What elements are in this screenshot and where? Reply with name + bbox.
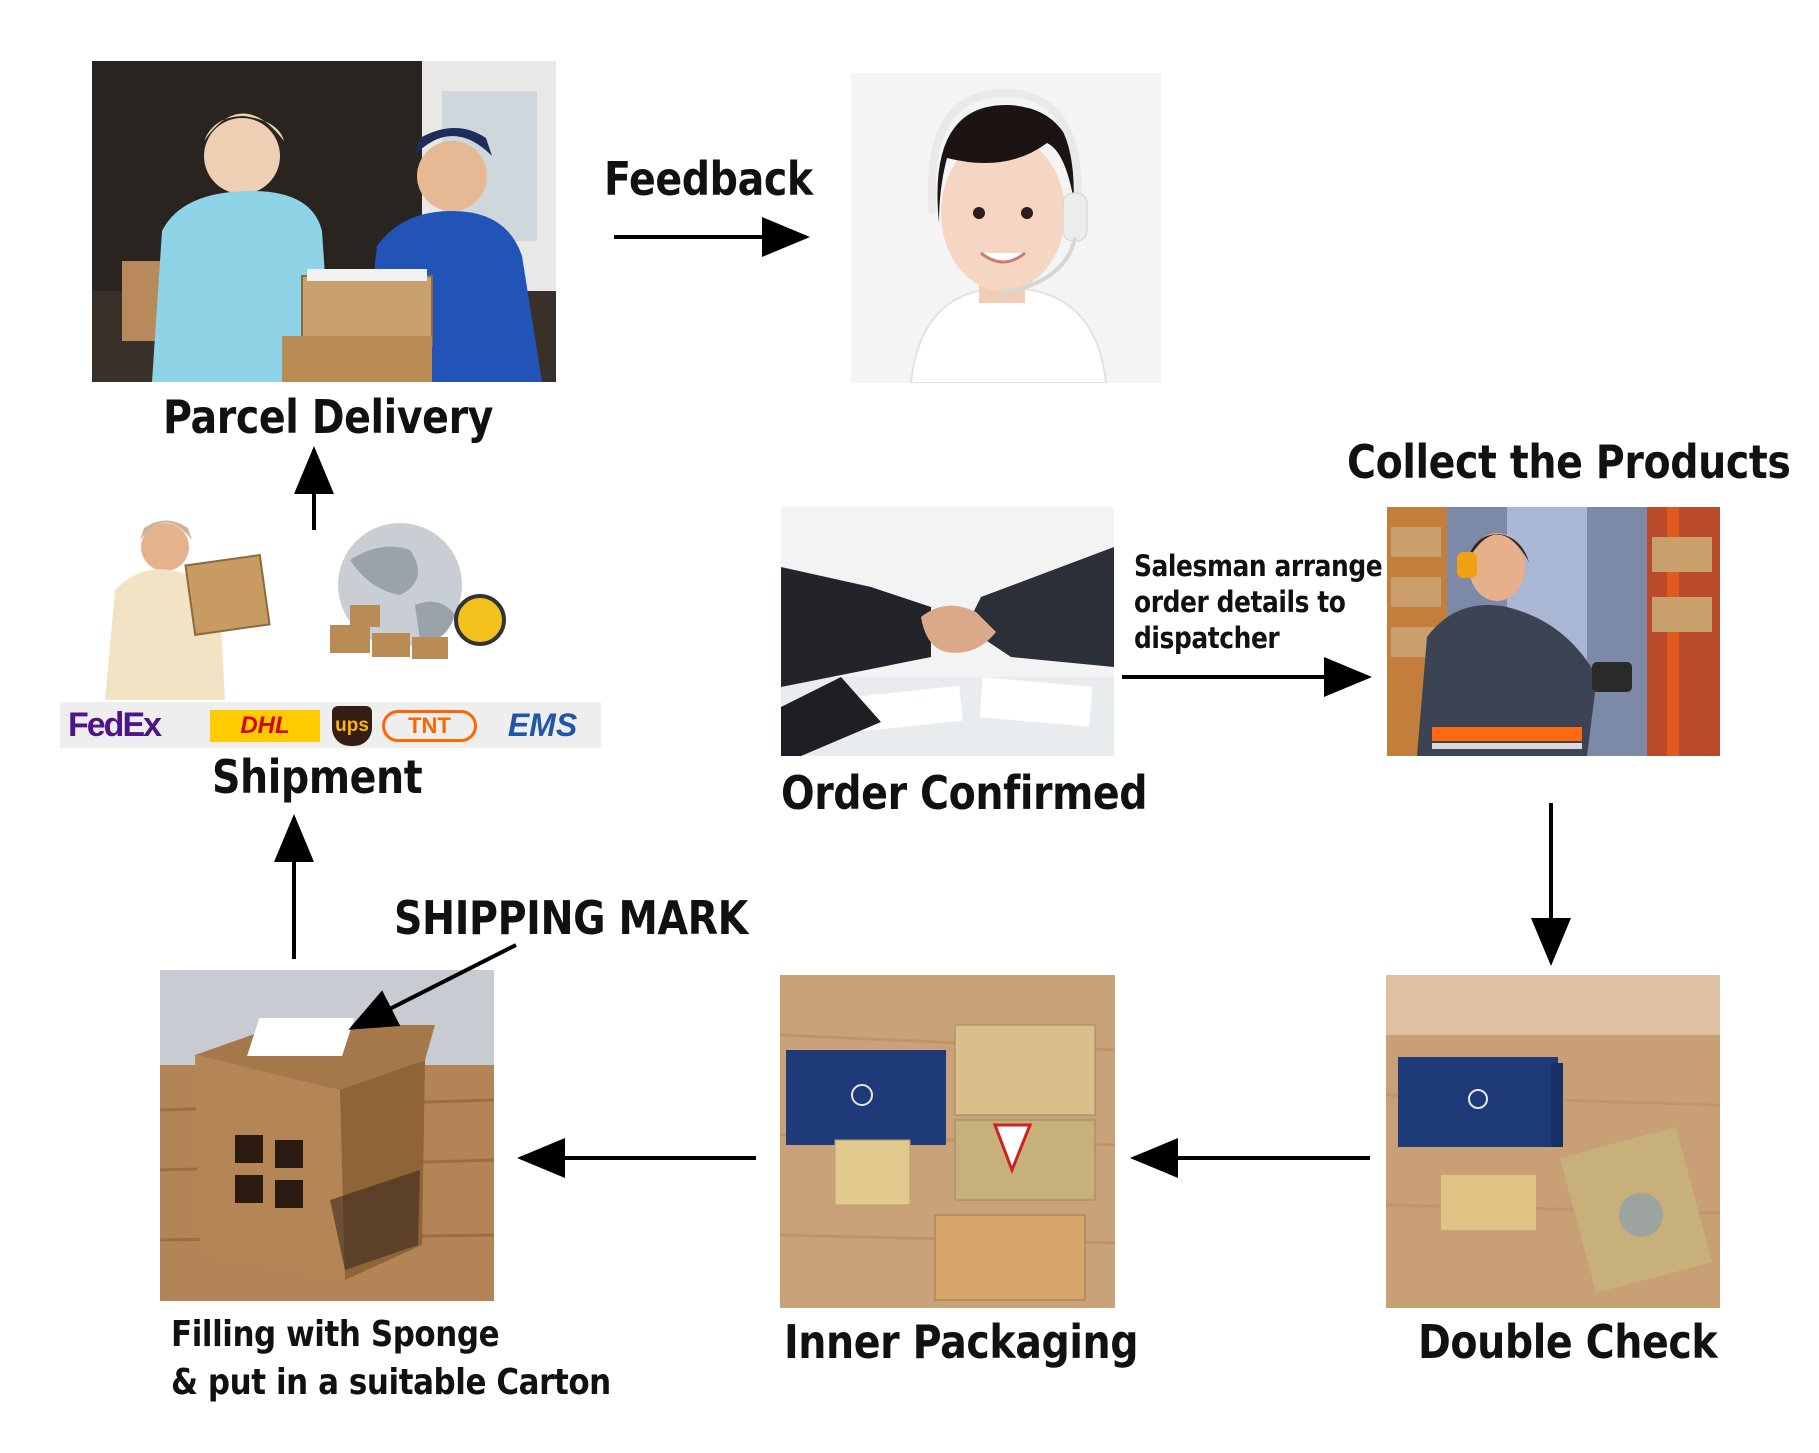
order-confirmed-photo bbox=[781, 507, 1114, 756]
shipping-mark-label: SHIPPING MARK bbox=[394, 891, 748, 945]
tnt-logo-text: TNT bbox=[408, 713, 451, 738]
inner-packaging-photo bbox=[780, 975, 1115, 1308]
shipment-label: Shipment bbox=[212, 750, 423, 804]
carton-note-line-1: Filling with Sponge bbox=[171, 1314, 500, 1355]
fedex-logo-text: FedEx bbox=[68, 706, 162, 744]
carrier-logo-dhl: DHL bbox=[210, 710, 320, 742]
ups-logo-text: ups bbox=[335, 715, 369, 736]
carrier-logo-tnt: TNT bbox=[382, 710, 477, 742]
customer-service-photo bbox=[851, 73, 1161, 383]
parcel-delivery-label: Parcel Delivery bbox=[163, 390, 494, 444]
warehouse-photo bbox=[1387, 507, 1720, 756]
carton-note-line-2: & put in a suitable Carton bbox=[171, 1362, 611, 1403]
double-check-label: Double Check bbox=[1418, 1315, 1718, 1369]
shipment-photo: FedEx DHL ups TNT EMS bbox=[60, 505, 601, 748]
ems-logo-text: EMS bbox=[507, 707, 578, 743]
dhl-logo-text: DHL bbox=[240, 712, 290, 739]
salesman-note-line-1: Salesman arrange bbox=[1134, 549, 1383, 583]
salesman-note-line-3: dispatcher bbox=[1134, 621, 1280, 655]
double-check-photo bbox=[1386, 975, 1720, 1308]
collect-products-label: Collect the Products bbox=[1347, 435, 1791, 489]
parcel-delivery-photo bbox=[92, 61, 556, 382]
salesman-note-line-2: order details to bbox=[1134, 585, 1346, 619]
carton-photo bbox=[160, 970, 494, 1301]
feedback-label: Feedback bbox=[604, 152, 813, 206]
carrier-logo-ems: EMS bbox=[490, 705, 595, 745]
carrier-logo-ups: ups bbox=[332, 706, 372, 746]
carrier-logo-fedex: FedEx bbox=[68, 705, 188, 745]
inner-packaging-label: Inner Packaging bbox=[784, 1315, 1139, 1369]
order-confirmed-label: Order Confirmed bbox=[781, 766, 1148, 820]
